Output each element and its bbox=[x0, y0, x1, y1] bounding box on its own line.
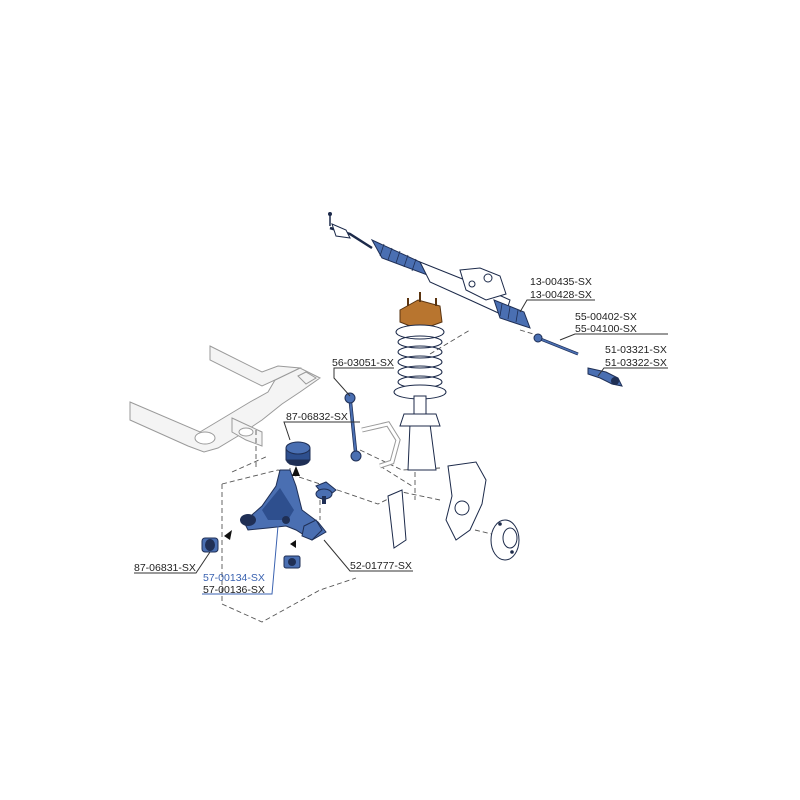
ball-joint bbox=[301, 481, 337, 541]
label-51-03321: 51-03321-SX bbox=[605, 344, 667, 356]
stabilizer-link bbox=[344, 392, 362, 462]
label-13-00435: 13-00435-SX bbox=[530, 276, 592, 288]
label-52-01777: 52-01777-SX bbox=[350, 560, 412, 572]
label-87-06832: 87-06832-SX bbox=[286, 411, 348, 423]
assembly-arrows bbox=[224, 466, 300, 548]
steering-knuckle bbox=[387, 461, 487, 549]
control-arm-rear-bushing bbox=[285, 441, 311, 466]
label-87-06831: 87-06831-SX bbox=[134, 562, 196, 574]
outer-tie-rod-end bbox=[587, 367, 623, 387]
label-13-00428: 13-00428-SX bbox=[530, 289, 592, 301]
label-55-00402: 55-00402-SX bbox=[575, 311, 637, 323]
strut-assembly bbox=[393, 292, 447, 471]
subframe bbox=[129, 345, 321, 453]
label-51-03322: 51-03322-SX bbox=[605, 357, 667, 369]
label-57-00136: 57-00136-SX bbox=[203, 584, 265, 596]
inner-tie-rod bbox=[533, 333, 579, 356]
sway-bar bbox=[361, 421, 401, 469]
wheel-hub bbox=[490, 519, 520, 561]
small-bushing bbox=[283, 555, 301, 569]
label-56-03051: 56-03051-SX bbox=[332, 357, 394, 369]
control-arm-front-bushing bbox=[201, 537, 219, 553]
part-labels: 13-00435-SX 13-00428-SX 55-00402-SX 55-0… bbox=[134, 276, 667, 596]
leader-lines bbox=[134, 299, 668, 595]
label-57-00134: 57-00134-SX bbox=[203, 572, 265, 584]
label-55-04100: 55-04100-SX bbox=[575, 323, 637, 335]
steering-rack bbox=[328, 212, 531, 329]
lower-control-arm bbox=[240, 469, 327, 541]
